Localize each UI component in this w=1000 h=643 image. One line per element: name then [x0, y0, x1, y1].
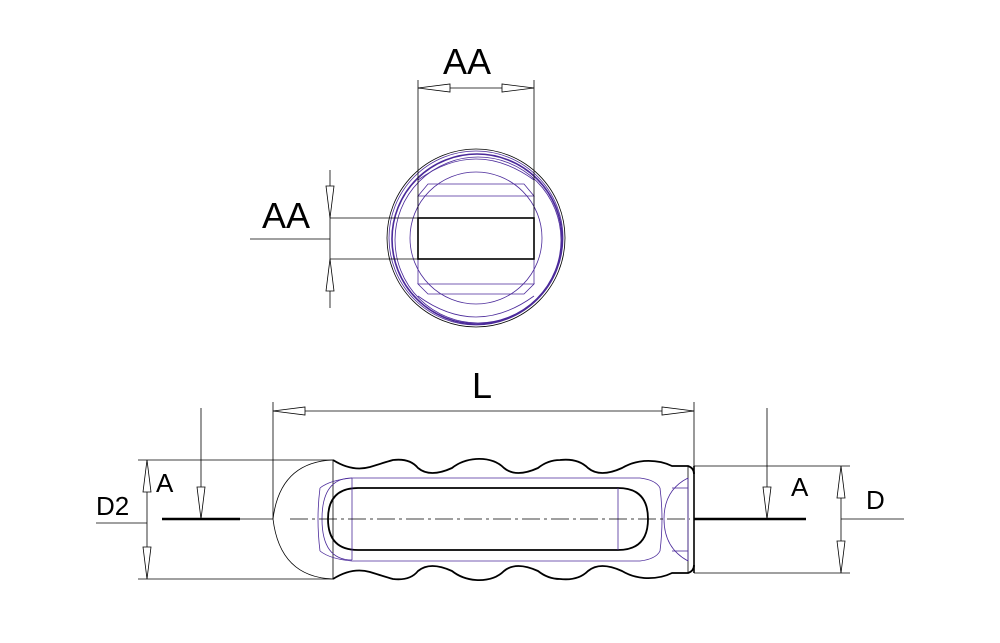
- end-view-inner-circle: [409, 171, 543, 305]
- section-mark-right: A: [762, 408, 809, 520]
- dimension-length: L: [272, 365, 695, 519]
- end-view-top-arc: [417, 158, 535, 181]
- end-view: [386, 148, 566, 328]
- label-top-width: AA: [443, 41, 491, 82]
- label-section-right: A: [791, 472, 809, 502]
- dimension-d2: D2: [96, 459, 333, 580]
- end-view-outer-circle-purple-2: [391, 153, 563, 325]
- dimension-d: D: [694, 465, 904, 574]
- end-view-outer-circle-purple-1: [388, 150, 564, 326]
- handle-top-grip: [332, 458, 695, 475]
- handle-left-end: [272, 459, 334, 580]
- handle-end-socket: [663, 477, 689, 562]
- end-view-tang-slot: [417, 217, 535, 260]
- label-length: L: [472, 365, 492, 406]
- dimension-top-width: AA: [417, 41, 535, 218]
- dimension-top-height: AA: [250, 170, 418, 308]
- end-view-bottom-arc: [417, 295, 535, 318]
- handle-hidden-profile-top: [319, 477, 661, 489]
- end-view-socket-bottom: [417, 283, 535, 295]
- handle-hidden-profile-bottom: [319, 550, 661, 562]
- label-top-height: AA: [262, 195, 310, 236]
- label-d2: D2: [96, 491, 129, 521]
- label-d: D: [866, 485, 885, 515]
- side-view: [162, 458, 806, 581]
- section-mark-left: A: [156, 408, 206, 520]
- handle-bottom-grip: [332, 564, 695, 581]
- end-view-socket-top: [417, 183, 535, 197]
- end-view-outer-circle: [386, 148, 566, 328]
- end-view-outer-circle-purple-3: [394, 156, 562, 324]
- label-section-left: A: [156, 468, 174, 498]
